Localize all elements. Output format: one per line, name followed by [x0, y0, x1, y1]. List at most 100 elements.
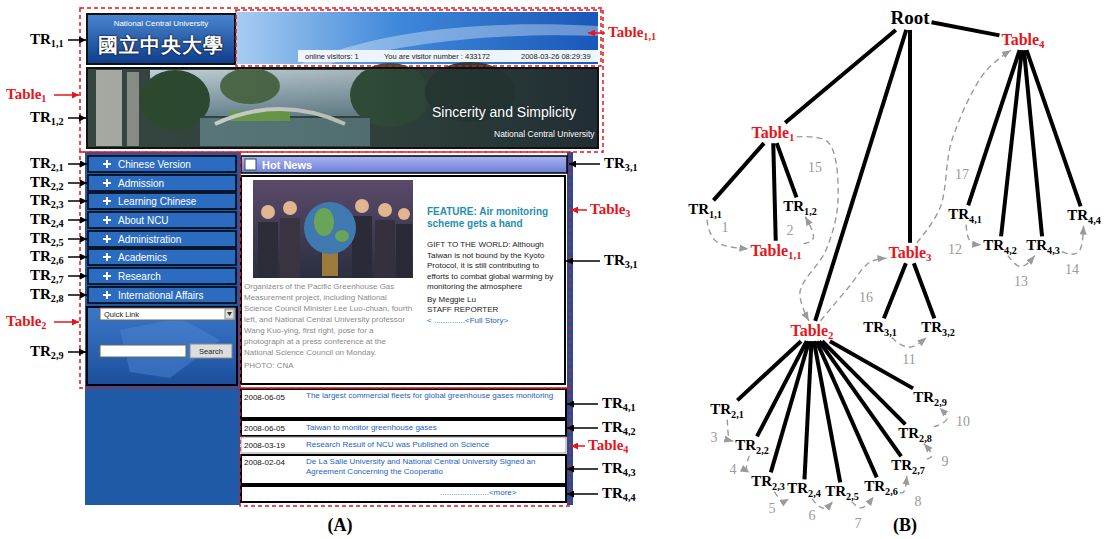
news-photo [253, 180, 413, 278]
menu-item: Chinese Version [118, 159, 191, 170]
step-number: 10 [955, 415, 971, 429]
news-date: 2008-06-05 [244, 424, 285, 433]
tree-link [932, 22, 1000, 35]
campus-photo [87, 68, 598, 148]
leader-arrow [68, 200, 87, 202]
tree-link [884, 263, 906, 318]
base-part: TR [30, 155, 51, 171]
subscript-part: 2,5 [846, 491, 859, 502]
photo-person [396, 224, 412, 278]
tree-link [757, 341, 807, 436]
base-part: TR [787, 480, 808, 496]
node-label: TR2,1 [710, 401, 744, 418]
step-number: 14 [1064, 263, 1080, 277]
traversal-arrow [797, 137, 839, 321]
row-node: TR3,2 [919, 318, 957, 337]
node-label: TR3,1 [863, 319, 897, 336]
base-part: TR [710, 401, 731, 417]
base-part: TR [825, 483, 846, 499]
step-number: 2 [786, 224, 795, 238]
news-link: Taiwan to monitor greenhouse gases [306, 423, 437, 433]
subscript-part: 1,1 [643, 31, 656, 42]
node-label: TR2,8 [898, 425, 932, 442]
traversal-arrow [1062, 226, 1084, 255]
row-node: TR1,2 [781, 197, 819, 216]
leader-arrow [68, 351, 86, 353]
photo-person [280, 218, 300, 278]
news-date: 2008-02-04 [244, 458, 285, 467]
node-label: Table4 [1001, 31, 1044, 49]
row-callout: TR3,1 [604, 252, 638, 270]
table-region [240, 152, 570, 388]
visitor-info: online visitors: 1 [305, 52, 359, 61]
row-callout: TR1,2 [30, 109, 64, 127]
base-part: TR [602, 419, 623, 435]
base-part: TR [948, 206, 969, 222]
subscript-part: 4,3 [623, 467, 636, 478]
news-row [241, 389, 566, 418]
menu-item: Academics [118, 252, 167, 263]
photo-head [355, 199, 369, 213]
leader-arrow [68, 219, 87, 221]
row-callout: TR3,1 [604, 155, 638, 173]
tree-link [1024, 50, 1042, 236]
tree-link [713, 143, 764, 200]
photo-credit: PHOTO: CNA [244, 360, 294, 371]
row-callout: TR4,3 [602, 460, 636, 478]
news-row [241, 437, 566, 453]
leader-arrow [68, 182, 87, 184]
subscript-part: 2,4 [51, 218, 64, 229]
step-number: 8 [914, 495, 923, 509]
node-label: TR4,2 [983, 237, 1017, 254]
node-label: TR1,1 [688, 201, 722, 218]
step-number: 16 [858, 291, 874, 305]
node-label: Table3 [888, 244, 931, 262]
row-node: TR2,9 [911, 388, 949, 407]
node-label: Table2 [790, 322, 833, 340]
photo-head [261, 205, 275, 219]
row-callout: TR2,2 [30, 174, 64, 192]
row-node: TR4,4 [1065, 206, 1103, 225]
step-number: 7 [854, 517, 863, 531]
base-part: TR [602, 460, 623, 476]
tree-link [1001, 50, 1022, 236]
row-node: TR2,6 [862, 477, 900, 496]
traversal-arrow [727, 420, 733, 442]
menu-item: About NCU [118, 215, 169, 226]
story-link: < ..............<Full Story> [427, 316, 508, 326]
base-part: TR [602, 395, 623, 411]
menu-item: Administration [118, 234, 181, 245]
row-callout: TR4,2 [602, 419, 636, 437]
row-node: TR3,1 [861, 318, 899, 337]
photo-person [258, 222, 278, 278]
subscript-part: 4,1 [623, 402, 636, 413]
leader-arrow [68, 117, 86, 119]
base-part: TR [30, 248, 51, 264]
news-body: GIFT TO THE WORLD: Although Taiwan is no… [427, 240, 561, 293]
subscript-part: 2 [41, 320, 46, 331]
row-node: TR4,2 [981, 236, 1019, 255]
subscript-part: 2,4 [808, 488, 821, 499]
photo-caption: Organizers of the Pacific Greenhouse Gas… [244, 281, 416, 358]
visitor-info: You are visitor number : 433172 [384, 52, 490, 61]
node-label: TR2,3 [751, 473, 785, 490]
leader-arrow [566, 260, 600, 262]
leader-arrow [571, 445, 585, 447]
node-label: TR4,4 [1067, 207, 1101, 224]
row-node: TR4,1 [946, 205, 984, 224]
section-heading: Hot News [262, 159, 312, 171]
connector-group [707, 22, 1084, 508]
base-part: TR [30, 343, 51, 359]
subscript-part: 2,1 [731, 409, 744, 420]
tree-link [785, 30, 896, 123]
panel-letter: (B) [893, 515, 917, 536]
subscript-part: 3,2 [942, 327, 955, 338]
news-row [241, 455, 566, 484]
news-date: 2008-03-19 [244, 441, 285, 450]
node-label: TR2,6 [864, 478, 898, 495]
subscript-part: 3,1 [625, 259, 638, 270]
tree-link [914, 263, 935, 318]
node-label: TR2,2 [735, 437, 769, 454]
traversal-arrow [966, 225, 981, 245]
